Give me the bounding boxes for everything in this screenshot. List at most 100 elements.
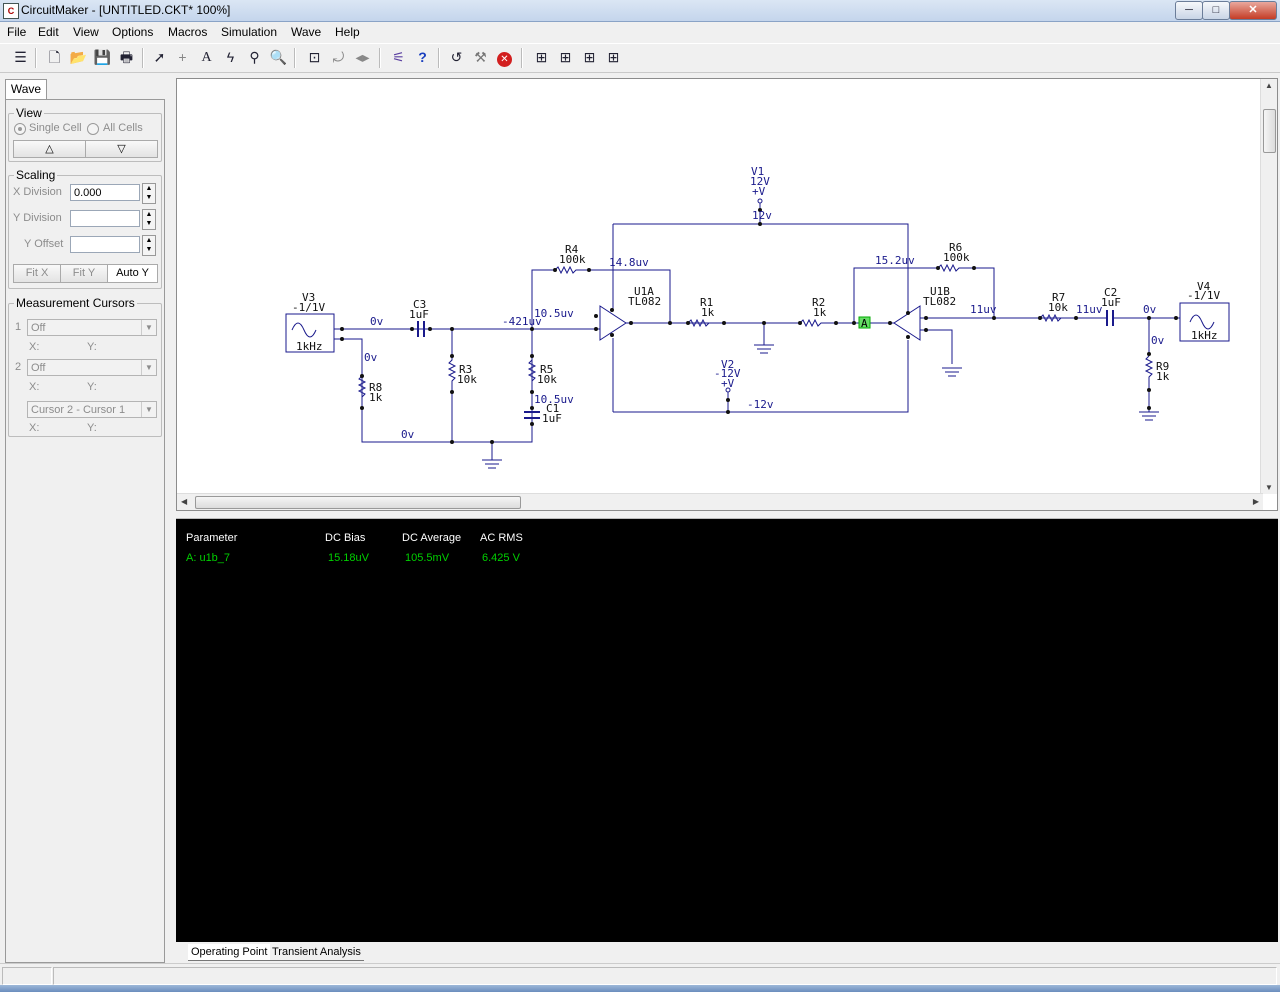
y-division-label: Y Division <box>13 212 62 224</box>
chevron-down-icon: ▼ <box>141 360 156 375</box>
zoom-icon[interactable]: 🔍 <box>269 49 288 65</box>
net-label-15-2uv: 15.2uv <box>875 254 915 267</box>
result-dc-bias: 15.18uV <box>328 552 369 564</box>
col-dc-average: DC Average <box>402 532 462 544</box>
cursor-diff-select[interactable]: Cursor 2 - Cursor 1▼ <box>27 401 157 418</box>
search-device-icon[interactable]: ⊡ <box>308 49 321 65</box>
r7-name: R7 <box>1052 291 1065 304</box>
help-icon[interactable]: ? <box>418 49 427 65</box>
toggle-icon[interactable]: ☰ <box>14 49 27 65</box>
print-icon[interactable]: 🖶 <box>119 49 134 65</box>
tab-operating-point[interactable]: Operating Point <box>188 944 271 961</box>
close-button[interactable]: ✕ <box>1229 1 1277 20</box>
v1-name: V1 <box>751 165 764 178</box>
mirror-icon[interactable]: ◂▸ <box>355 49 370 65</box>
view-group: View Single Cell All Cells △ ▽ <box>8 106 162 162</box>
cursor-diff-y-label: Y: <box>87 422 97 434</box>
wave-panel-body: View Single Cell All Cells △ ▽ Scaling X… <box>5 99 165 963</box>
scroll-down-icon[interactable]: ▼ <box>1265 483 1273 492</box>
ground-symbol-1 <box>482 442 502 469</box>
r6-name: R6 <box>949 241 962 254</box>
auto-y-button[interactable]: Auto Y <box>107 264 158 283</box>
r2-name: R2 <box>812 296 825 309</box>
c3-capacitor <box>417 321 425 337</box>
maximize-button[interactable]: □ <box>1202 1 1230 20</box>
x-division-spinner[interactable]: ▲▼ <box>142 183 156 204</box>
scroll-up-icon[interactable]: ▲ <box>1265 81 1273 90</box>
view-group-label: View <box>14 106 44 120</box>
menu-view[interactable]: View <box>73 25 99 39</box>
text-tool-icon[interactable]: A <box>201 50 212 65</box>
rotate-icon[interactable]: ⤾ <box>332 49 345 65</box>
y-offset-spinner[interactable]: ▲▼ <box>142 235 156 256</box>
menu-edit[interactable]: Edit <box>38 25 59 39</box>
c1-value: 1uF <box>542 412 562 425</box>
scroll-right-icon[interactable]: ▶ <box>1252 497 1259 506</box>
net-label-10-5uv: 10.5uv <box>534 393 574 406</box>
r2-value: 1k <box>813 306 827 319</box>
stop-icon[interactable]: ✕ <box>495 48 514 67</box>
status-bar <box>0 963 1280 986</box>
step-icon[interactable]: ⚒ <box>474 49 487 65</box>
new-icon[interactable]: 🗋 <box>48 49 61 65</box>
toolbar-separator <box>379 48 381 68</box>
save-icon[interactable]: 💾 <box>93 49 112 65</box>
view-up-button[interactable]: △ <box>13 140 86 158</box>
toolbar-separator <box>438 48 440 68</box>
view-down-button[interactable]: ▽ <box>85 140 158 158</box>
r6-value: 100k <box>943 251 970 264</box>
y-division-input[interactable] <box>70 210 140 227</box>
vertical-scroll-thumb[interactable] <box>1263 109 1276 153</box>
v4-value: -1/1V <box>1187 289 1220 302</box>
cursor-2-x-label: X: <box>29 381 40 393</box>
probe-tool-icon[interactable]: ϟ <box>226 49 235 65</box>
analysis-2-icon[interactable]: ⊞ <box>559 49 572 65</box>
digital-sim-icon[interactable]: ⚟ <box>392 49 405 65</box>
open-icon[interactable]: 📂 <box>69 49 88 65</box>
schematic-drawing: V1 12V +V 12v V2 -12V +V -12v V3 -1/1V 1… <box>285 165 1230 469</box>
horizontal-scrollbar[interactable]: ◀ ▶ <box>177 493 1263 510</box>
all-cells-radio[interactable] <box>87 123 99 135</box>
analysis-3-icon[interactable]: ⊞ <box>583 49 596 65</box>
analysis-4-icon[interactable]: ⊞ <box>607 49 620 65</box>
tab-transient-analysis[interactable]: Transient Analysis <box>269 944 364 961</box>
menu-simulation[interactable]: Simulation <box>221 25 278 39</box>
all-cells-label: All Cells <box>103 122 143 134</box>
schematic-canvas[interactable]: V1 12V +V 12v V2 -12V +V -12v V3 -1/1V 1… <box>176 78 1278 511</box>
menu-macros[interactable]: Macros <box>168 25 208 39</box>
tab-wave[interactable]: Wave <box>5 79 47 99</box>
x-division-input[interactable]: 0.000 <box>70 184 140 201</box>
menu-wave[interactable]: Wave <box>291 25 322 39</box>
v3-freq: 1kHz <box>296 340 323 353</box>
u1b-output-wires <box>920 317 1180 377</box>
analysis-1-icon[interactable]: ⊞ <box>535 49 548 65</box>
r9-value: 1k <box>1156 370 1170 383</box>
menu-help[interactable]: Help <box>335 25 360 39</box>
zoom-select-icon[interactable]: ⚲ <box>249 49 260 65</box>
c3-name: C3 <box>413 298 426 311</box>
y-offset-input[interactable] <box>70 236 140 253</box>
arrow-tool-icon[interactable]: ➚ <box>153 49 166 65</box>
reset-icon[interactable]: ↺ <box>450 49 463 65</box>
scroll-left-icon[interactable]: ◀ <box>181 497 188 506</box>
cursor-1-select[interactable]: Off▼ <box>27 319 157 336</box>
splitter[interactable] <box>176 512 1278 519</box>
horizontal-scroll-thumb[interactable] <box>195 496 521 509</box>
cursor-2-select[interactable]: Off▼ <box>27 359 157 376</box>
wire-tool-icon[interactable]: + <box>178 49 187 65</box>
menu-file[interactable]: File <box>7 25 27 39</box>
vertical-scrollbar[interactable]: ▲ ▼ <box>1260 79 1277 494</box>
fit-y-button[interactable]: Fit Y <box>60 264 108 283</box>
y-division-spinner[interactable]: ▲▼ <box>142 209 156 230</box>
r3-name: R3 <box>459 363 472 376</box>
window-title: CircuitMaker - [UNTITLED.CKT* 100%] <box>21 3 231 17</box>
u1b-value: TL082 <box>923 295 956 308</box>
u1a-value: TL082 <box>628 295 661 308</box>
single-cell-radio[interactable] <box>14 123 26 135</box>
fit-x-button[interactable]: Fit X <box>13 264 61 283</box>
v3-name: V3 <box>302 291 315 304</box>
menu-options[interactable]: Options <box>112 25 154 39</box>
ground-symbol-2 <box>754 323 774 354</box>
minimize-button[interactable]: ─ <box>1175 1 1203 20</box>
r4-value: 100k <box>559 253 586 266</box>
